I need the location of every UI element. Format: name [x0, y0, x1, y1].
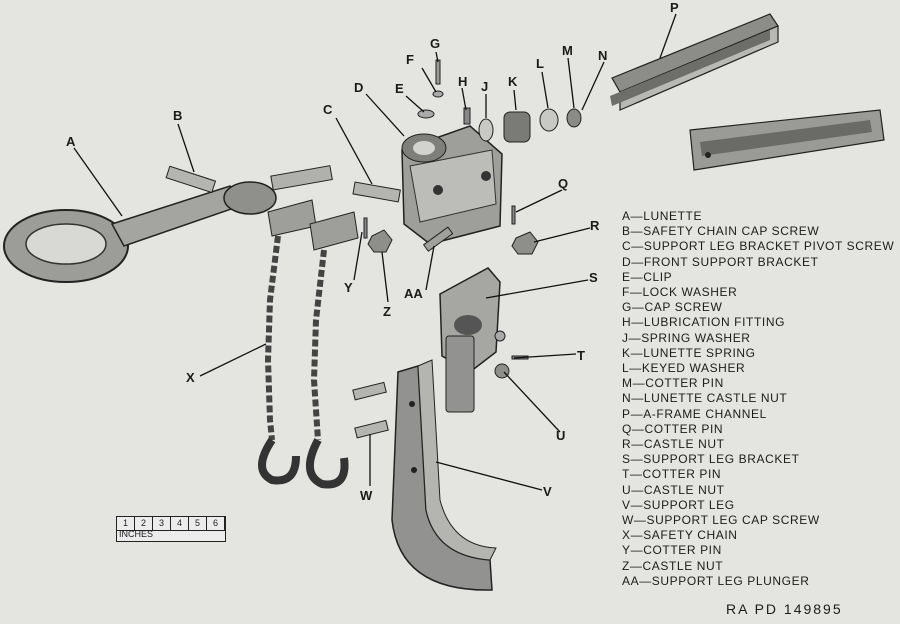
support-leg-cap-screw	[352, 381, 389, 439]
legend-item: S—SUPPORT LEG BRACKET	[622, 452, 800, 467]
support-leg-bracket-pivot-screw	[352, 181, 401, 203]
callout-q: Q	[558, 176, 568, 191]
legend-item: X—SAFETY CHAIN	[622, 528, 738, 543]
support-leg-bracket	[439, 267, 501, 413]
scale-tick: 1	[117, 517, 135, 530]
callout-u: U	[556, 428, 565, 443]
callout-v: V	[543, 484, 552, 499]
support-leg	[391, 359, 497, 591]
callout-k: K	[508, 74, 518, 89]
callout-h: H	[458, 74, 467, 89]
safety-chain	[258, 199, 359, 489]
legend-item: F—LOCK WASHER	[622, 285, 738, 300]
callout-z: Z	[383, 304, 391, 319]
front-support-bracket	[401, 125, 503, 245]
small-hardware	[417, 59, 582, 143]
legend-item: M—COTTER PIN	[622, 376, 724, 391]
callout-m: M	[562, 43, 573, 58]
callout-c: C	[323, 102, 333, 117]
callout-n: N	[598, 48, 607, 63]
legend-item: L—KEYED WASHER	[622, 361, 746, 376]
scale-tick: 2	[135, 517, 153, 530]
legend-item: W—SUPPORT LEG CAP SCREW	[622, 513, 820, 528]
callout-l: L	[536, 56, 544, 71]
legend-item: N—LUNETTE CASTLE NUT	[622, 391, 788, 406]
castle-nut-z	[367, 229, 393, 253]
scale-tick: 6	[207, 517, 225, 530]
callout-b: B	[173, 108, 182, 123]
leader-lines	[73, 13, 677, 491]
a-frame-channel-upper	[610, 13, 779, 111]
scale-unit: INCHES	[119, 529, 154, 539]
legend-item: P—A-FRAME CHANNEL	[622, 406, 767, 421]
callout-w: W	[360, 488, 373, 503]
legend-item: B—SAFETY CHAIN CAP SCREW	[622, 224, 820, 239]
legend-item: Y—COTTER PIN	[622, 543, 722, 558]
legend-item: R—CASTLE NUT	[622, 437, 725, 452]
legend-item: D—FRONT SUPPORT BRACKET	[622, 254, 819, 269]
support-leg-plunger	[422, 226, 454, 252]
reference-number: RA PD 149895	[726, 601, 843, 617]
legend-item: K—LUNETTE SPRING	[622, 345, 756, 360]
legend-item: H—LUBRICATION FITTING	[622, 315, 786, 330]
safety-chain-cap-screw	[165, 165, 217, 194]
legend-item: Q—COTTER PIN	[622, 421, 724, 436]
callout-r: R	[590, 218, 600, 233]
callout-t: T	[577, 348, 585, 363]
callout-x: X	[186, 370, 195, 385]
legend-item: C—SUPPORT LEG BRACKET PIVOT SCREW	[622, 239, 895, 254]
legend-item: J—SPRING WASHER	[622, 330, 751, 345]
legend-item: AA—SUPPORT LEG PLUNGER	[622, 573, 810, 588]
legend-item: Z—CASTLE NUT	[622, 558, 724, 573]
cotter-pin-y	[363, 217, 368, 239]
legend-item: G—CAP SCREW	[622, 300, 723, 315]
legend-item: V—SUPPORT LEG	[622, 497, 735, 512]
scale-tick: 3	[153, 517, 171, 530]
inch-scale-bar: 1 2 3 4 5 6 INCHES	[116, 516, 226, 542]
callout-e: E	[395, 81, 404, 96]
scale-tick: 5	[189, 517, 207, 530]
callout-y: Y	[344, 280, 353, 295]
callout-d: D	[354, 80, 363, 95]
cotter-pin-and-castle-nut	[494, 330, 529, 379]
lunette	[3, 165, 333, 283]
callout-p: P	[670, 0, 679, 15]
callout-aa: AA	[404, 286, 423, 301]
scale-ticks: 1 2 3 4 5 6	[117, 517, 225, 531]
callout-j: J	[481, 79, 488, 94]
callout-g: G	[430, 36, 440, 51]
parts-legend: A—LUNETTE B—SAFETY CHAIN CAP SCREW C—SUP…	[622, 209, 894, 589]
callout-a: A	[66, 134, 76, 149]
legend-item: E—CLIP	[622, 269, 673, 284]
castle-nut-r	[511, 205, 539, 255]
legend-item: T—COTTER PIN	[622, 467, 722, 482]
legend-item: U—CASTLE NUT	[622, 482, 725, 497]
a-frame-channel-lower	[689, 109, 885, 171]
callout-f: F	[406, 52, 414, 67]
scale-tick: 4	[171, 517, 189, 530]
callout-s: S	[589, 270, 598, 285]
legend-item: A—LUNETTE	[622, 209, 703, 223]
callout-labels: A B C D E F G H J K L M N P Q R S T U V …	[66, 0, 679, 503]
